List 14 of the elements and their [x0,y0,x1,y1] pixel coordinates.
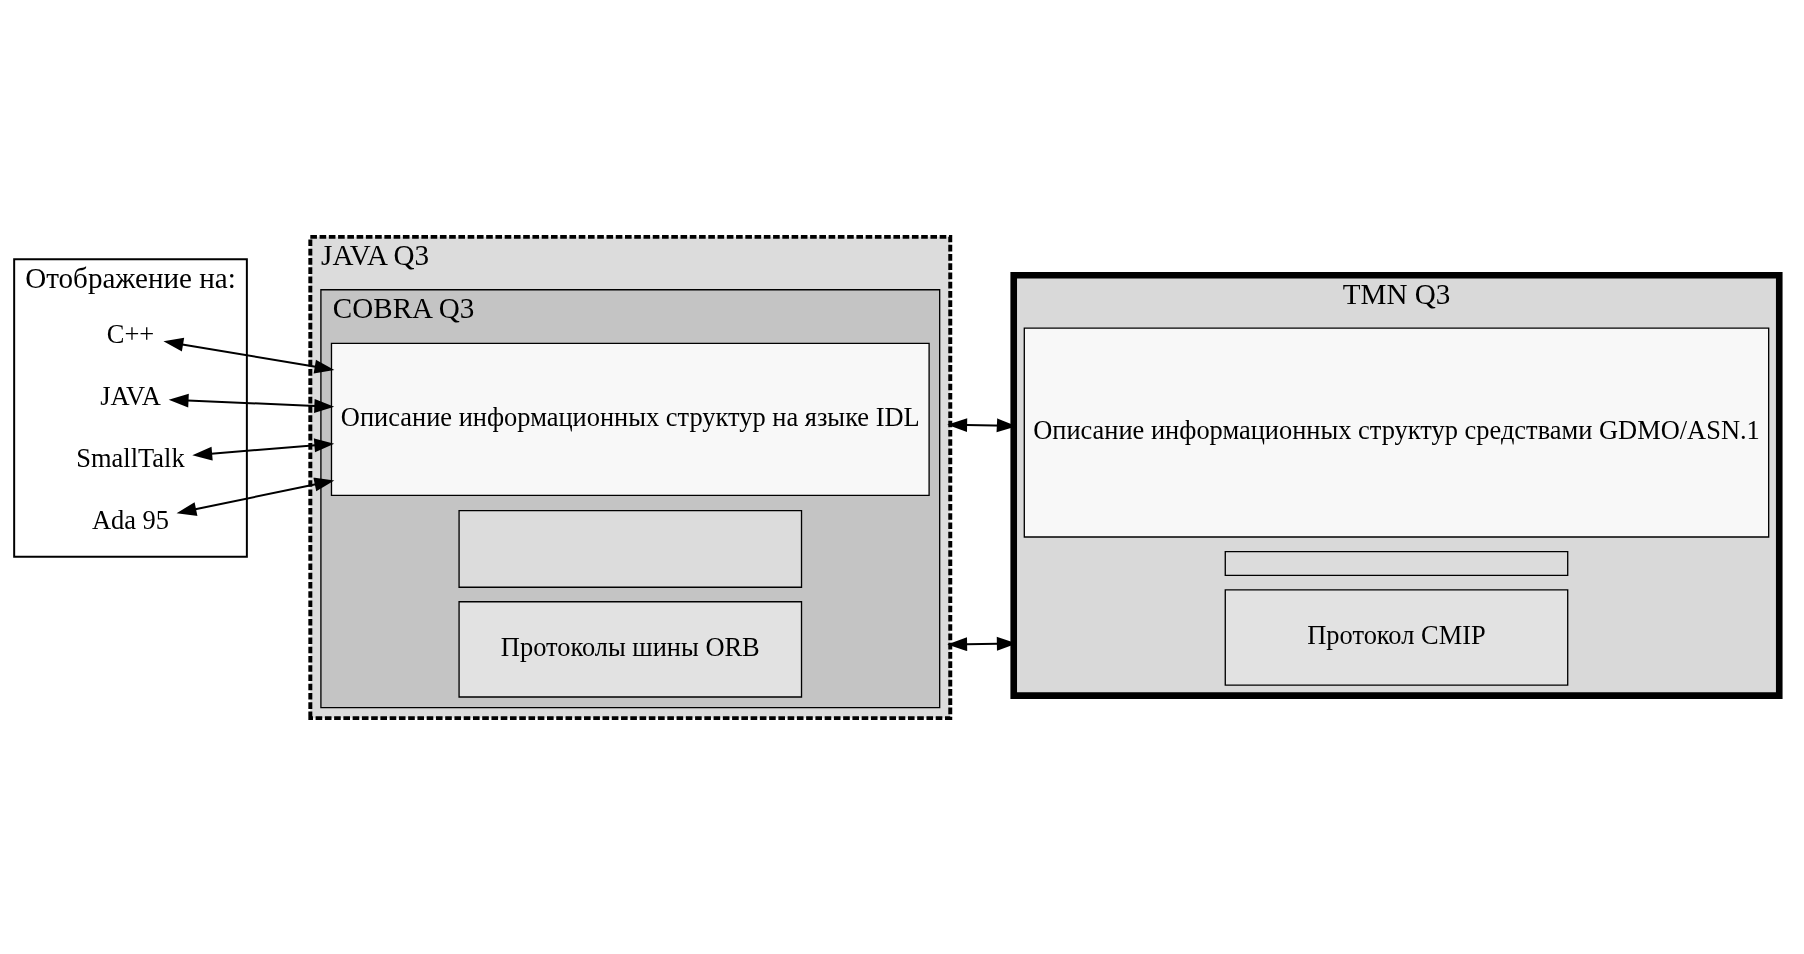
node-text: SmallTalk [76,442,185,473]
arrow [176,477,335,516]
node-text: C++ [106,318,155,349]
arrow [192,437,335,461]
node-box: Описание информационных структур средствами GDMO/ASN.1 [1023,326,1770,538]
node-box [458,509,803,588]
arrow [163,337,335,374]
node-box: Протокол CMIP [1224,588,1569,686]
node-text: JAVA [100,380,161,411]
arrow [168,393,335,413]
node-box [1224,550,1569,576]
node-box: Протоколы шины ORB [458,600,803,698]
node-text: Ada 95 [91,504,170,535]
node-box: Описание информационных структур на языке IDL [330,342,930,496]
